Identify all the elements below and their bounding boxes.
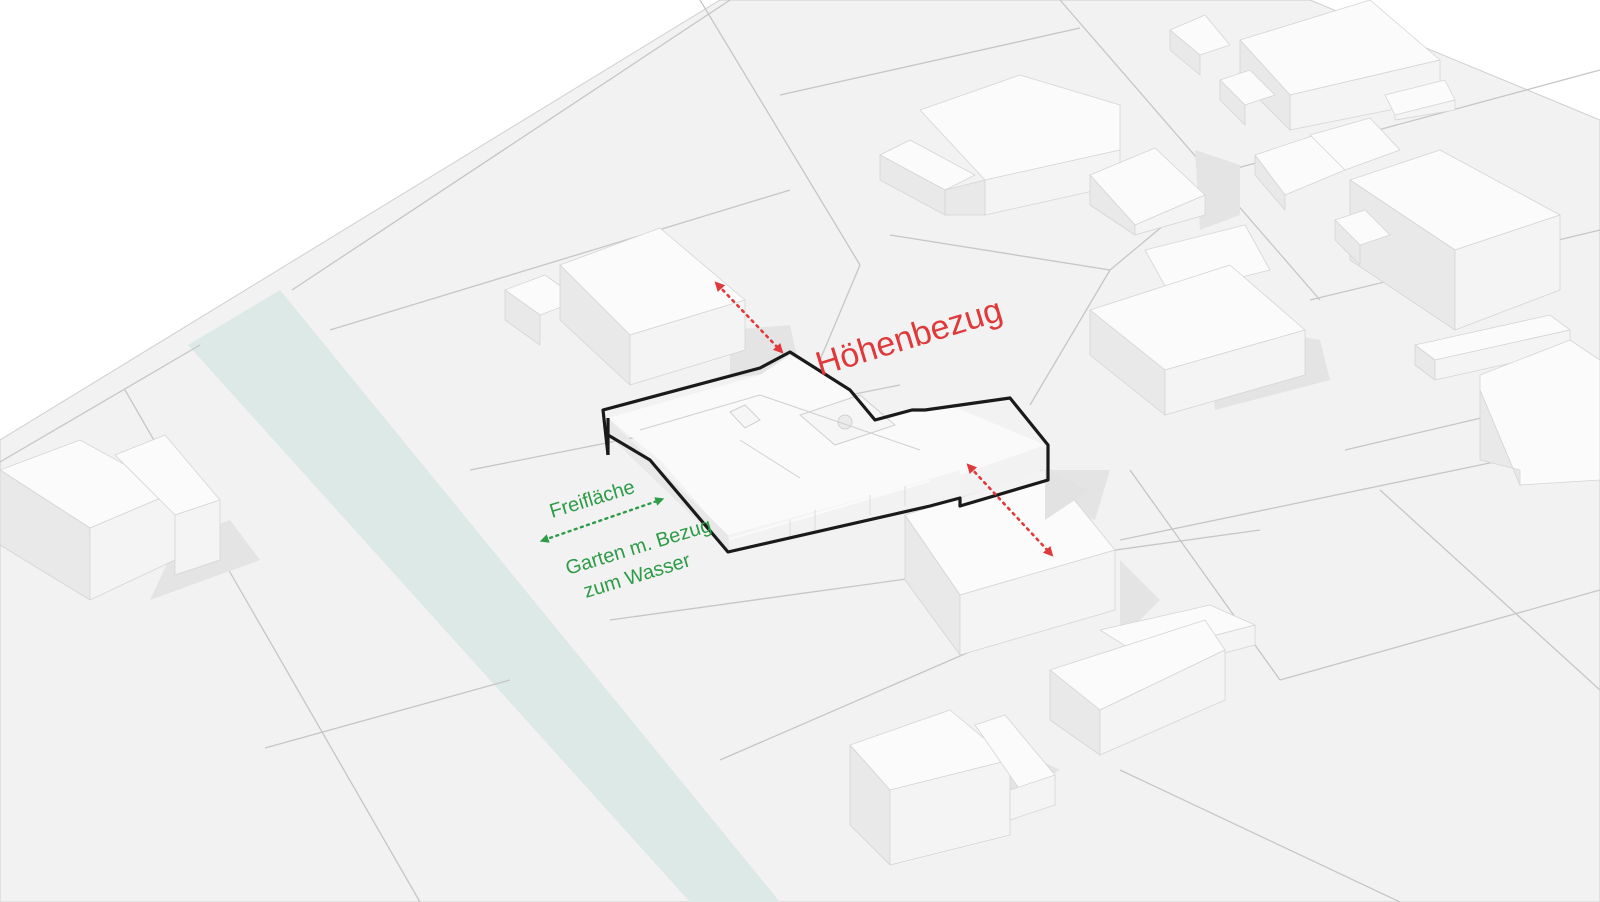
building-west (0, 434, 221, 601)
red-arrows (714, 281, 1054, 557)
project-roof (608, 355, 1045, 540)
height-arrow-south (966, 463, 1054, 557)
building-north (879, 74, 1206, 236)
height-arrow-north (714, 281, 784, 354)
water-channel (188, 290, 780, 902)
roof-details (639, 394, 921, 479)
project-building (601, 350, 1090, 554)
context-buildings (0, 0, 1600, 866)
building-northeast (1169, 0, 1456, 131)
facade-windows (789, 486, 906, 540)
building-east (1254, 117, 1600, 486)
open-space-arrow (539, 497, 665, 543)
building-east-centre (1089, 224, 1306, 416)
project-outline (601, 350, 1050, 554)
project-building-shadow (1045, 470, 1090, 520)
building-south (849, 709, 1056, 866)
